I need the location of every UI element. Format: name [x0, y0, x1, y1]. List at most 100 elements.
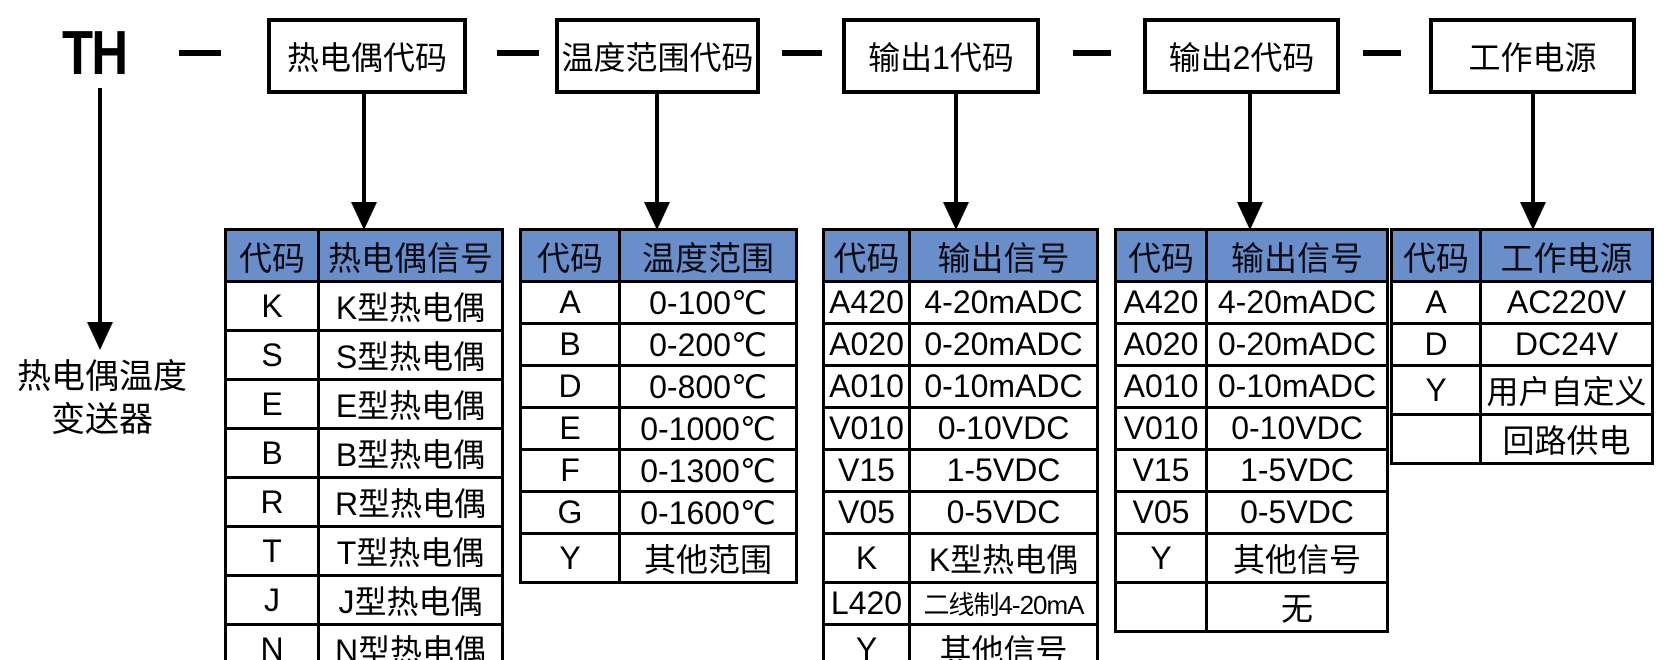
table-row: K K型热电偶	[224, 280, 504, 332]
output1-code-table: 代码 输出信号 A420 4-20mADC A020 0-20mADC A010…	[822, 228, 1099, 660]
table-row: A010 0-10mADC	[822, 364, 1099, 409]
table-row: A AC220V	[1390, 280, 1654, 325]
code-cell: V010	[1114, 406, 1208, 451]
table-row: V15 1-5VDC	[822, 448, 1099, 493]
table-row: 回路供电	[1390, 413, 1654, 465]
table-row: J J型热电偶	[224, 574, 504, 626]
description-cell: 0-100℃	[618, 280, 798, 325]
description-cell: 4-20mADC	[1205, 280, 1389, 325]
table-row: A420 4-20mADC	[1114, 280, 1389, 325]
description-cell: 0-20mADC	[1205, 322, 1389, 367]
down-arrow-icon	[351, 94, 377, 230]
description-cell: 0-10VDC	[908, 406, 1099, 451]
table-row: A020 0-20mADC	[822, 322, 1099, 367]
table-row: S S型热电偶	[224, 329, 504, 381]
table-row: V15 1-5VDC	[1114, 448, 1389, 493]
down-arrow-icon	[87, 88, 113, 350]
code-cell: R	[224, 476, 320, 528]
table-row: V05 0-5VDC	[1114, 490, 1389, 535]
column-header-code: 代码	[1114, 228, 1208, 283]
description-cell: 0-5VDC	[1205, 490, 1389, 535]
code-cell: A010	[1114, 364, 1208, 409]
table-row: R R型热电偶	[224, 476, 504, 528]
description-cell: 0-10VDC	[1205, 406, 1389, 451]
column-header-code: 代码	[1390, 228, 1482, 283]
table-row: N N型热电偶	[224, 623, 504, 660]
table-row: A020 0-20mADC	[1114, 322, 1389, 367]
code-cell: B	[224, 427, 320, 479]
table-row: Y 其他信号	[822, 623, 1099, 660]
table-row: E 0-1000℃	[519, 406, 798, 451]
description-cell: J型热电偶	[317, 574, 504, 626]
column-header-range: 温度范围	[618, 228, 798, 283]
table-row: Y 其他范围	[519, 532, 798, 584]
description-cell: 其他信号	[1205, 532, 1389, 584]
description-cell: 0-10mADC	[1205, 364, 1389, 409]
table-row: Y 其他信号	[1114, 532, 1389, 584]
code-cell	[1390, 413, 1482, 465]
description-cell: 0-20mADC	[908, 322, 1099, 367]
dash-connector	[1073, 50, 1111, 56]
code-cell: A	[1390, 280, 1482, 325]
code-cell: K	[224, 280, 320, 332]
code-cell: Y	[519, 532, 621, 584]
column-header-code: 代码	[224, 228, 320, 283]
down-arrow-icon	[1520, 94, 1546, 230]
table-row: B 0-200℃	[519, 322, 798, 367]
column-header-code: 代码	[822, 228, 911, 283]
table-row: A 0-100℃	[519, 280, 798, 325]
code-cell: K	[822, 532, 911, 584]
code-cell: V15	[1114, 448, 1208, 493]
field-box-power-supply: 工作电源	[1429, 18, 1636, 94]
table-row: D 0-800℃	[519, 364, 798, 409]
field-box-temperature-range-code: 温度范围代码	[555, 18, 760, 94]
description-cell: K型热电偶	[908, 532, 1099, 584]
description-cell: 其他范围	[618, 532, 798, 584]
temperature-range-code-table: 代码 温度范围 A 0-100℃ B 0-200℃ D 0-800℃ E 0-1…	[519, 228, 798, 584]
code-cell: A420	[1114, 280, 1208, 325]
code-cell: V010	[822, 406, 911, 451]
product-name-line2: 变送器	[51, 401, 153, 439]
code-cell: T	[224, 525, 320, 577]
code-cell: A420	[822, 280, 911, 325]
description-cell: AC220V	[1479, 280, 1654, 325]
product-name-label: 热电偶温度 变送器	[2, 356, 202, 442]
description-cell: R型热电偶	[317, 476, 504, 528]
description-cell: 1-5VDC	[1205, 448, 1389, 493]
field-box-thermocouple-code: 热电偶代码	[267, 18, 467, 94]
dash-connector	[1363, 50, 1401, 56]
code-cell: N	[224, 623, 320, 660]
description-cell: N型热电偶	[317, 623, 504, 660]
table-row: Y 用户自定义	[1390, 364, 1654, 416]
code-cell: J	[224, 574, 320, 626]
thermocouple-code-table: 代码 热电偶信号 K K型热电偶 S S型热电偶 E E型热电偶 B B型热电偶…	[224, 228, 504, 660]
down-arrow-icon	[943, 94, 969, 230]
table-row: V010 0-10VDC	[822, 406, 1099, 451]
down-arrow-icon	[1237, 94, 1263, 230]
dash-connector	[782, 50, 822, 56]
code-cell: V15	[822, 448, 911, 493]
table-row: L420 二线制4-20mA	[822, 581, 1099, 626]
description-cell: 0-5VDC	[908, 490, 1099, 535]
power-supply-code-table: 代码 工作电源 A AC220V D DC24V Y 用户自定义 回路供电	[1390, 228, 1654, 465]
code-cell: V05	[822, 490, 911, 535]
table-row: 无	[1114, 581, 1389, 633]
table-row: G 0-1600℃	[519, 490, 798, 535]
table-row: V05 0-5VDC	[822, 490, 1099, 535]
description-cell: 0-1600℃	[618, 490, 798, 535]
product-name-line1: 热电偶温度	[17, 358, 187, 396]
code-cell: F	[519, 448, 621, 493]
code-cell: G	[519, 490, 621, 535]
code-cell: S	[224, 329, 320, 381]
table-row: F 0-1300℃	[519, 448, 798, 493]
dash-connector	[497, 50, 539, 56]
code-cell: A020	[822, 322, 911, 367]
description-cell: S型热电偶	[317, 329, 504, 381]
description-cell: 无	[1205, 581, 1389, 633]
code-cell: A	[519, 280, 621, 325]
description-cell: T型热电偶	[317, 525, 504, 577]
code-cell	[1114, 581, 1208, 633]
code-cell: Y	[822, 623, 911, 660]
column-header-signal: 输出信号	[908, 228, 1099, 283]
description-cell: 其他信号	[908, 623, 1099, 660]
